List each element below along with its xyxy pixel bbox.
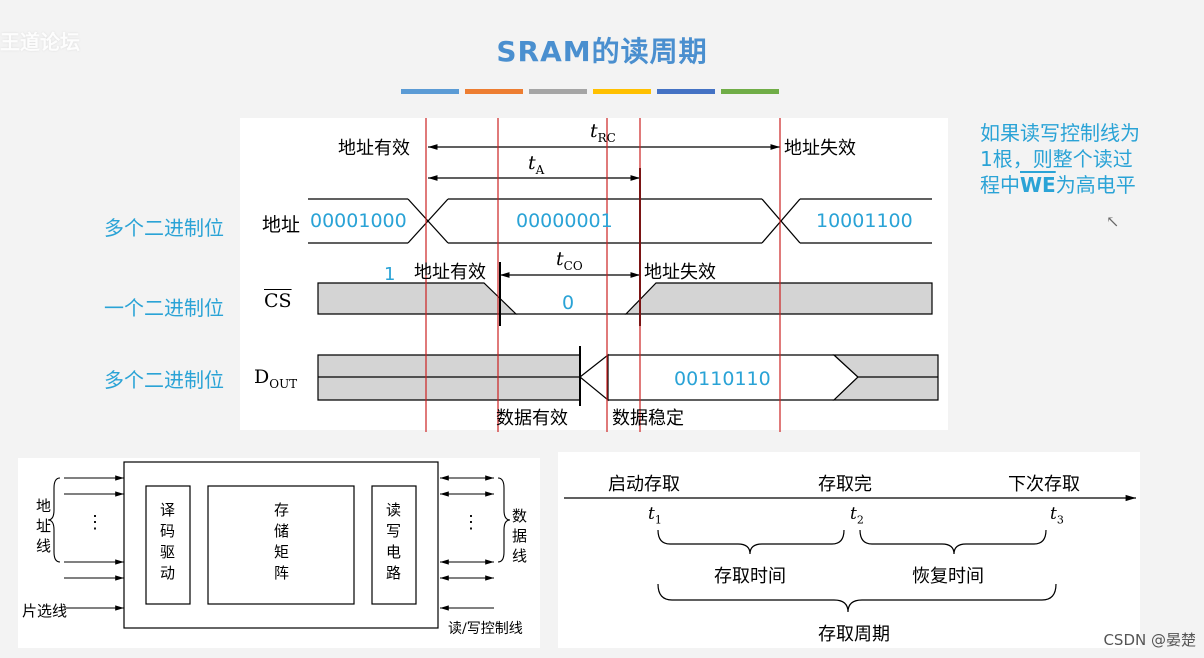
access-done-label: 存取完: [818, 474, 872, 495]
address-value-3: 10001100: [816, 210, 913, 232]
address-brace: [47, 477, 61, 563]
colorbar-segment: [593, 89, 651, 94]
csdn-credit: CSDN @晏楚: [1103, 631, 1196, 649]
red-guides: [425, 118, 781, 432]
address-dots: ⋮: [86, 512, 104, 533]
we-note-line3: 程中WE为高电平: [980, 173, 1136, 197]
cs-addr-valid-label: 地址有效: [414, 262, 486, 283]
address-line-label: 地址线: [36, 497, 52, 555]
t3-label: t3: [1050, 504, 1064, 527]
address-value-1: 00001000: [310, 210, 407, 232]
rw-circuit-label: 读写电路: [386, 501, 402, 582]
cycle-panel: [558, 452, 1140, 648]
address-value-2: 00000001: [516, 210, 613, 232]
data-valid-label: 数据有效: [496, 408, 568, 429]
address-waveform: [308, 198, 932, 244]
chip-select-label: 片选线: [22, 602, 68, 620]
dout-waveform: [317, 346, 939, 406]
dout-bits-label: 多个二进制位: [104, 368, 224, 392]
data-stable-label: 数据稳定: [612, 408, 684, 429]
addr-invalid-label: 地址失效: [784, 138, 856, 159]
dout-value: 00110110: [674, 368, 771, 390]
we-note-line2: 1根，则整个读过: [980, 147, 1133, 171]
recovery-time-label: 恢复时间: [912, 566, 984, 587]
t2-label: t2: [850, 504, 864, 527]
decoder-label: 译码驱动: [160, 501, 176, 582]
matrix-box: [207, 485, 355, 605]
access-brace: [657, 529, 845, 555]
dout-signal-label: DOUT: [254, 366, 298, 391]
rw-control-label: 读/写控制线: [448, 621, 523, 637]
cs-waveform: [317, 282, 933, 315]
data-arrows: [440, 475, 494, 611]
colorbar-segment: [401, 89, 459, 94]
cs-low-value: 0: [562, 292, 575, 314]
ta-label: tA: [528, 152, 545, 177]
we-signal: WE: [1020, 173, 1056, 197]
address-arrows: [64, 475, 124, 611]
sram-chip-outline: [123, 461, 439, 629]
cs-bits-label: 一个二进制位: [104, 296, 224, 320]
cycle-time-label: 存取周期: [818, 624, 890, 645]
data-line-label: 数据线: [512, 507, 528, 565]
colorbar-segment: [721, 89, 779, 94]
data-dots: ⋮: [462, 512, 480, 533]
cycle-brace: [657, 583, 1057, 613]
we-note-line1: 如果读写控制线为: [980, 121, 1140, 145]
colorbar-segment: [657, 89, 715, 94]
addr-valid-label: 地址有效: [338, 138, 410, 159]
we-note: 如果读写控制线为 1根，则整个读过 程中WE为高电平: [980, 120, 1180, 198]
access-time-label: 存取时间: [714, 566, 786, 587]
slide-title: SRAM的读周期: [496, 35, 708, 68]
cs-signal-label: CS: [264, 290, 292, 312]
decoder-box: [145, 485, 191, 605]
trc-label: tRC: [590, 120, 616, 145]
t1-label: t1: [648, 504, 662, 527]
matrix-label: 存储矩阵: [274, 501, 290, 582]
block-panel: [18, 458, 540, 648]
data-brace: [497, 477, 511, 563]
colorbar-segment: [529, 89, 587, 94]
colorbar-segment: [465, 89, 523, 94]
address-bits-label: 多个二进制位: [104, 216, 224, 240]
cs-addr-invalid-label: 地址失效: [644, 262, 716, 283]
start-access-label: 启动存取: [608, 474, 680, 495]
rw-circuit-box: [371, 485, 417, 605]
cs-high-value: 1: [384, 264, 396, 285]
address-signal-label: 地址: [262, 214, 301, 236]
forum-watermark: 王道论坛: [0, 30, 80, 54]
mouse-cursor-icon: ↖: [1106, 212, 1120, 231]
recovery-brace: [859, 529, 1047, 555]
tco-label: tCO: [556, 248, 583, 273]
next-access-label: 下次存取: [1008, 474, 1080, 495]
